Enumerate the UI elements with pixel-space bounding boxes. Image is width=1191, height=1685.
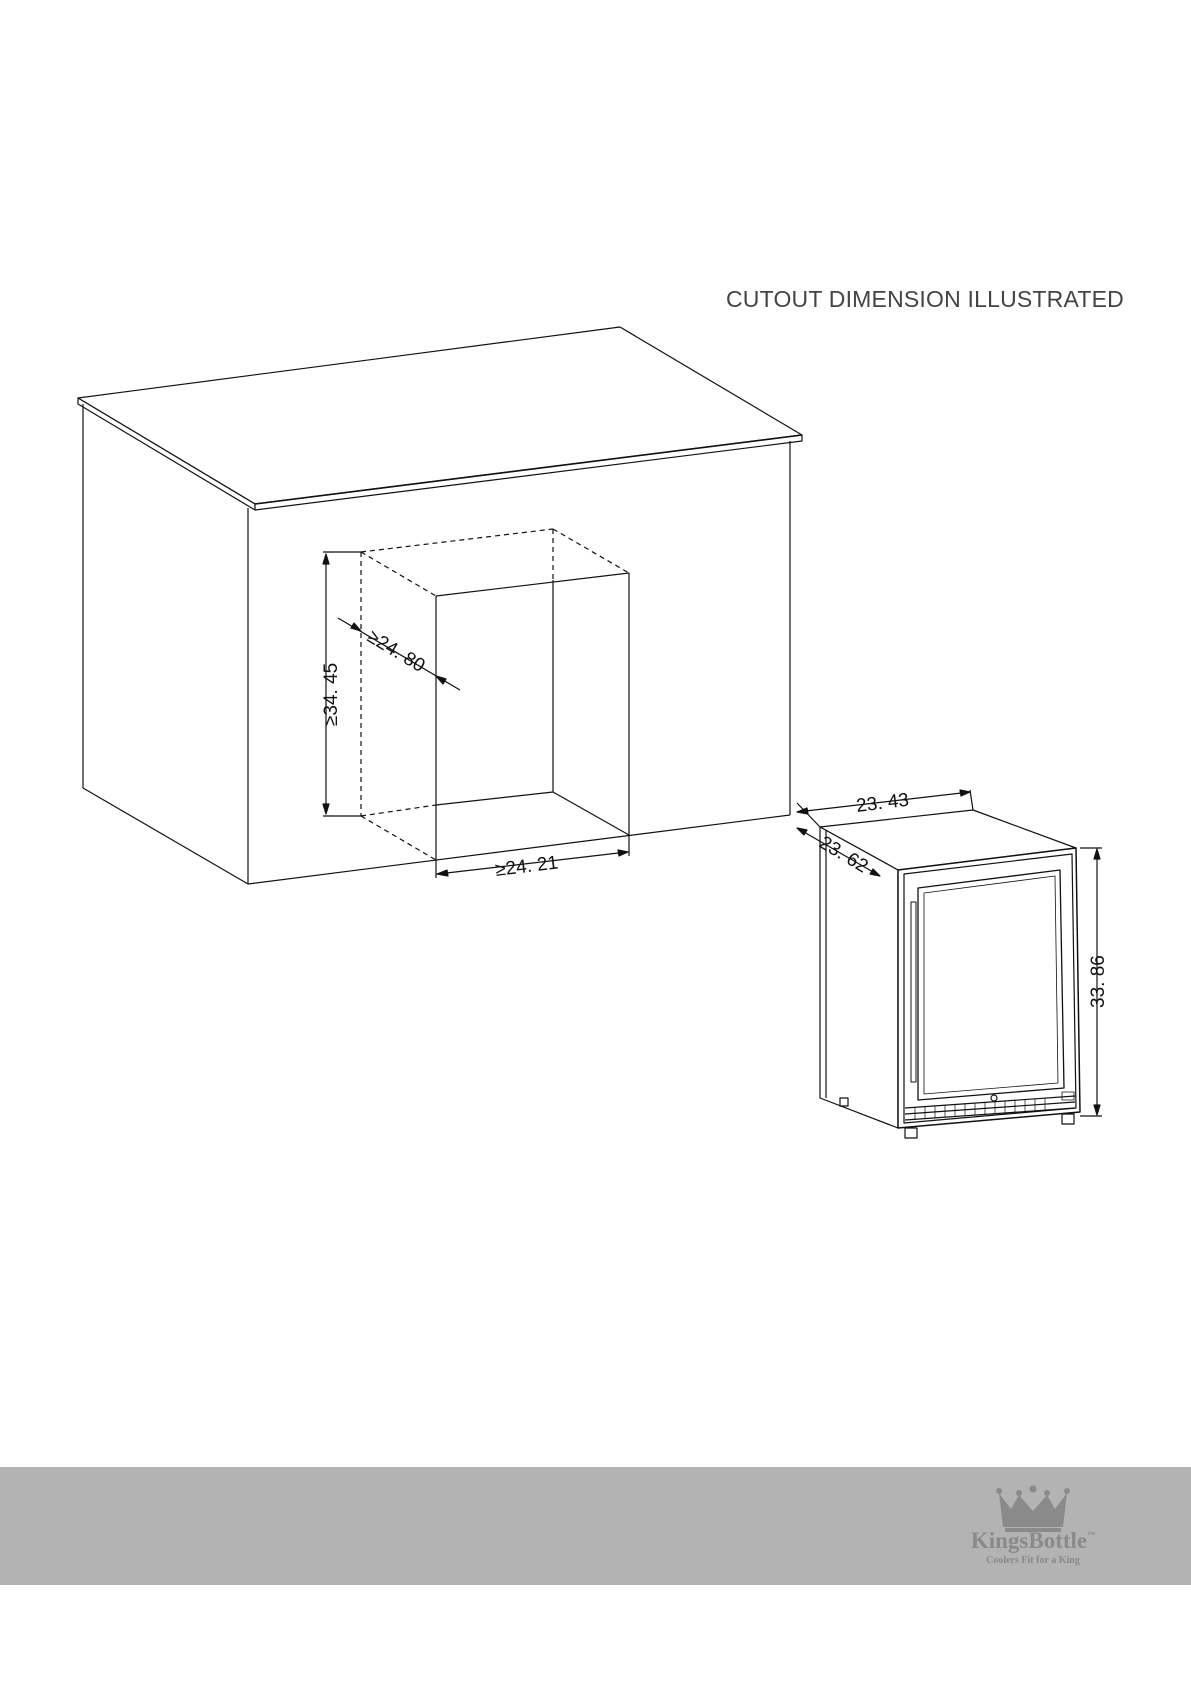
appliance-height-label: 33. 86 — [1088, 955, 1109, 1008]
cutout-opening — [436, 573, 629, 860]
cutout-width-label: ≥24. 21 — [494, 852, 559, 881]
brand-tagline: Coolers Fit for a King — [953, 1555, 1113, 1566]
appliance-width-label: 23. 43 — [855, 790, 910, 817]
cutout-height-label: ≥34. 45 — [321, 663, 342, 726]
cutout-depth-label: ≥24. 80 — [363, 626, 428, 677]
brand-name: KingsBottle™ — [953, 1528, 1113, 1554]
cutout-hidden-edges — [361, 529, 629, 860]
trademark-symbol: ™ — [1087, 1530, 1095, 1539]
countertop — [78, 327, 802, 510]
brand-text: KingsBottle — [971, 1528, 1087, 1553]
